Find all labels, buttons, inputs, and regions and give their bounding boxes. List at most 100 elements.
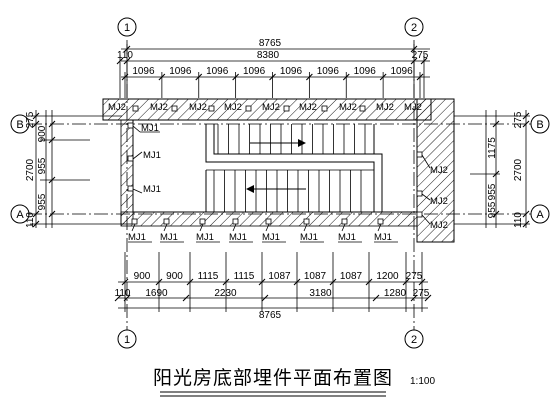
dim-label: 900 (134, 271, 151, 282)
svg-text:MJ2: MJ2 (299, 102, 317, 113)
svg-text:2: 2 (411, 22, 417, 34)
right-dimensions: 1175 955 955 275 2700 110 (454, 110, 530, 228)
dim-label: 1280 (384, 288, 407, 299)
svg-text:MJ2: MJ2 (430, 165, 448, 176)
dim-label: 1096 (169, 66, 192, 77)
svg-text:MJ2: MJ2 (189, 102, 207, 113)
svg-text:MJ2: MJ2 (150, 102, 168, 113)
dim-label: 1087 (340, 271, 363, 282)
svg-text:900: 900 (37, 125, 48, 142)
svg-text:8765: 8765 (259, 38, 282, 49)
dim-label: 1690 (145, 288, 168, 299)
dim-label: 1096 (243, 66, 266, 77)
svg-text:MJ2: MJ2 (108, 102, 126, 113)
leader-line (199, 223, 204, 232)
embed-label: MJ1 (262, 232, 280, 243)
embed-label: MJ1 (196, 232, 214, 243)
embed-marker (163, 218, 170, 225)
svg-text:2700: 2700 (25, 158, 36, 181)
dim-label: 275 (406, 271, 423, 282)
svg-text:2700: 2700 (513, 158, 524, 181)
svg-text:955: 955 (487, 201, 498, 218)
embed-marker (341, 218, 348, 225)
axis-bubble-2-bottom: 2 (404, 329, 424, 349)
dim-label: 1087 (304, 271, 327, 282)
dim-label: 1115 (198, 271, 219, 282)
dim-label: 110 (115, 288, 131, 299)
dim-label: 1115 (234, 271, 255, 282)
leader-line (303, 223, 308, 232)
svg-text:275: 275 (412, 50, 429, 61)
dim-tick (410, 294, 418, 302)
dim-label: 2230 (214, 288, 237, 299)
dim-tick (418, 278, 426, 286)
axis-bubble-a-right: A (530, 204, 550, 224)
mj1-left-labels: MJ1 MJ1 MJ1 (127, 122, 161, 195)
svg-text:B: B (536, 119, 543, 131)
axis-bubble-b-left: B (10, 114, 30, 134)
svg-text:B: B (16, 119, 23, 131)
dim-tick (222, 278, 230, 286)
dim-tick (182, 294, 190, 302)
left-dimensions: 275 2700 110 900 955 955 (25, 110, 122, 228)
axis-bubble-1-bottom: 1 (117, 329, 137, 349)
dim-label: 3180 (309, 288, 332, 299)
svg-text:MJ1: MJ1 (141, 123, 159, 134)
dim-label: 1096 (206, 66, 229, 77)
embed-label: MJ1 (300, 232, 318, 243)
embed-marker (199, 218, 206, 225)
dim-label: 1096 (132, 66, 155, 77)
dim-label: 1087 (268, 271, 291, 282)
dim-label: 1096 (317, 66, 340, 77)
axis-bubble-2-top: 2 (404, 17, 424, 37)
mj2-top-row: MJ2 MJ2 MJ2 MJ2 MJ2 MJ2 MJ2 MJ2 MJ2 (108, 102, 422, 113)
svg-text:8380: 8380 (257, 50, 280, 61)
dim-label: 275 (413, 288, 430, 299)
dim-tick (365, 278, 373, 286)
svg-text:8765: 8765 (259, 310, 282, 321)
dim-tick (121, 278, 129, 286)
svg-text:955: 955 (37, 193, 48, 210)
svg-text:110: 110 (513, 212, 524, 228)
embed-label: MJ1 (160, 232, 178, 243)
embed-label: MJ1 (229, 232, 247, 243)
svg-text:275: 275 (513, 111, 524, 128)
leader-line (377, 223, 382, 232)
dim-label: 900 (166, 271, 183, 282)
embed-label: MJ1 (338, 232, 356, 243)
svg-text:A: A (536, 209, 544, 221)
drawing-title-block: 阳光房底部埋件平面布置图 1:100 (153, 367, 435, 397)
svg-text:955: 955 (37, 157, 48, 174)
embed-marker (131, 218, 138, 225)
dim-tick (372, 294, 380, 302)
svg-text:A: A (16, 209, 24, 221)
svg-text:1: 1 (124, 22, 130, 34)
svg-text:MJ2: MJ2 (262, 102, 280, 113)
embed-marker (232, 218, 239, 225)
leader-line (232, 223, 237, 232)
leader-line (131, 223, 136, 232)
dim-tick (258, 278, 266, 286)
dim-tick (114, 294, 122, 302)
svg-text:275: 275 (25, 111, 36, 128)
svg-text:955: 955 (487, 183, 498, 200)
embed-marker (377, 218, 384, 225)
dim-label: 1200 (376, 271, 399, 282)
axis-bubble-b-right: B (530, 114, 550, 134)
svg-text:MJ2: MJ2 (339, 102, 357, 113)
svg-text:110: 110 (117, 50, 133, 61)
dim-tick (261, 294, 269, 302)
axis-bubble-1-top: 1 (117, 17, 137, 37)
drawing-title: 阳光房底部埋件平面布置图 (153, 367, 393, 389)
dim-tick (329, 278, 337, 286)
svg-text:MJ1: MJ1 (143, 150, 161, 161)
drawing-scale: 1:100 (410, 376, 435, 387)
dim-tick (155, 278, 163, 286)
leader-line (163, 223, 168, 232)
dim-tick (424, 294, 432, 302)
svg-text:2: 2 (411, 334, 417, 346)
leader-line (265, 223, 270, 232)
dim-tick (402, 278, 410, 286)
bottom-dimensions: 900 900 1115 1115 1087 1087 1087 1200 275 110 169… (114, 252, 432, 321)
